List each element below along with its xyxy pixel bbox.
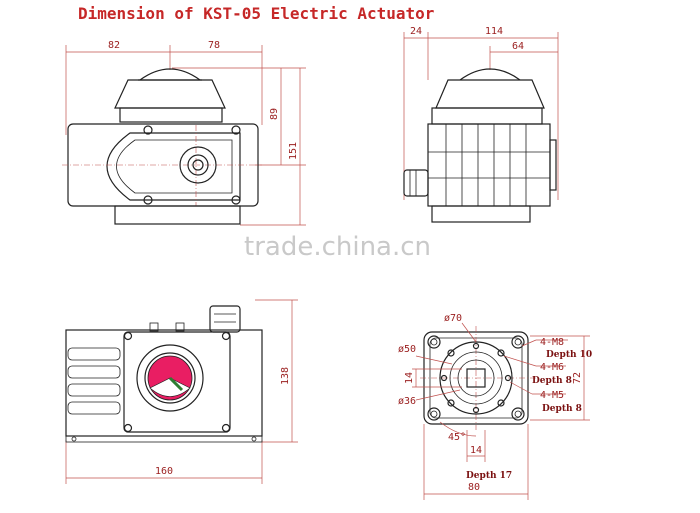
dim-72: 72: [572, 372, 583, 384]
dim-m8-depth: Depth 10: [546, 350, 592, 360]
dim-m6-depth: Depth 8: [532, 376, 572, 386]
dim-shaft-14: 14: [470, 445, 482, 456]
side-view: 24 114 64: [403, 26, 559, 223]
page-title: Dimension of KST-05 Electric Actuator: [78, 4, 435, 23]
dim-front-left: 82: [108, 40, 120, 51]
top-view: 138 160: [65, 299, 298, 484]
dim-front-right: 78: [208, 40, 220, 51]
dim-m8: 4-M8: [540, 337, 564, 348]
dim-angle: 45°: [448, 432, 466, 443]
dim-dia-70: ø70: [444, 313, 462, 324]
dim-dia-50: ø50: [398, 344, 416, 355]
dim-80: 80: [468, 482, 480, 493]
front-view: 82 78 89 151: [62, 40, 306, 226]
dim-m5: 4-M5: [540, 390, 564, 401]
dim-square-14: 14: [404, 372, 415, 384]
dim-front-total: 151: [288, 142, 299, 160]
dim-side-c: 64: [512, 41, 524, 52]
bottom-view: ø70 ø50 ø36 14 4-M8 Depth 10 4-M6 Depth …: [398, 313, 592, 500]
dim-m6: 4-M6: [540, 362, 564, 373]
dim-front-upper: 89: [269, 108, 280, 120]
watermark: trade.china.cn: [244, 232, 431, 262]
dim-side-a: 24: [410, 26, 422, 37]
dim-shaft-depth: Depth 17: [466, 471, 512, 481]
dim-top-height: 138: [280, 367, 291, 385]
dim-dia-36: ø36: [398, 396, 416, 407]
dim-top-width: 160: [155, 466, 173, 477]
dim-m5-depth: Depth 8: [542, 404, 582, 414]
dim-side-b: 114: [485, 26, 503, 37]
